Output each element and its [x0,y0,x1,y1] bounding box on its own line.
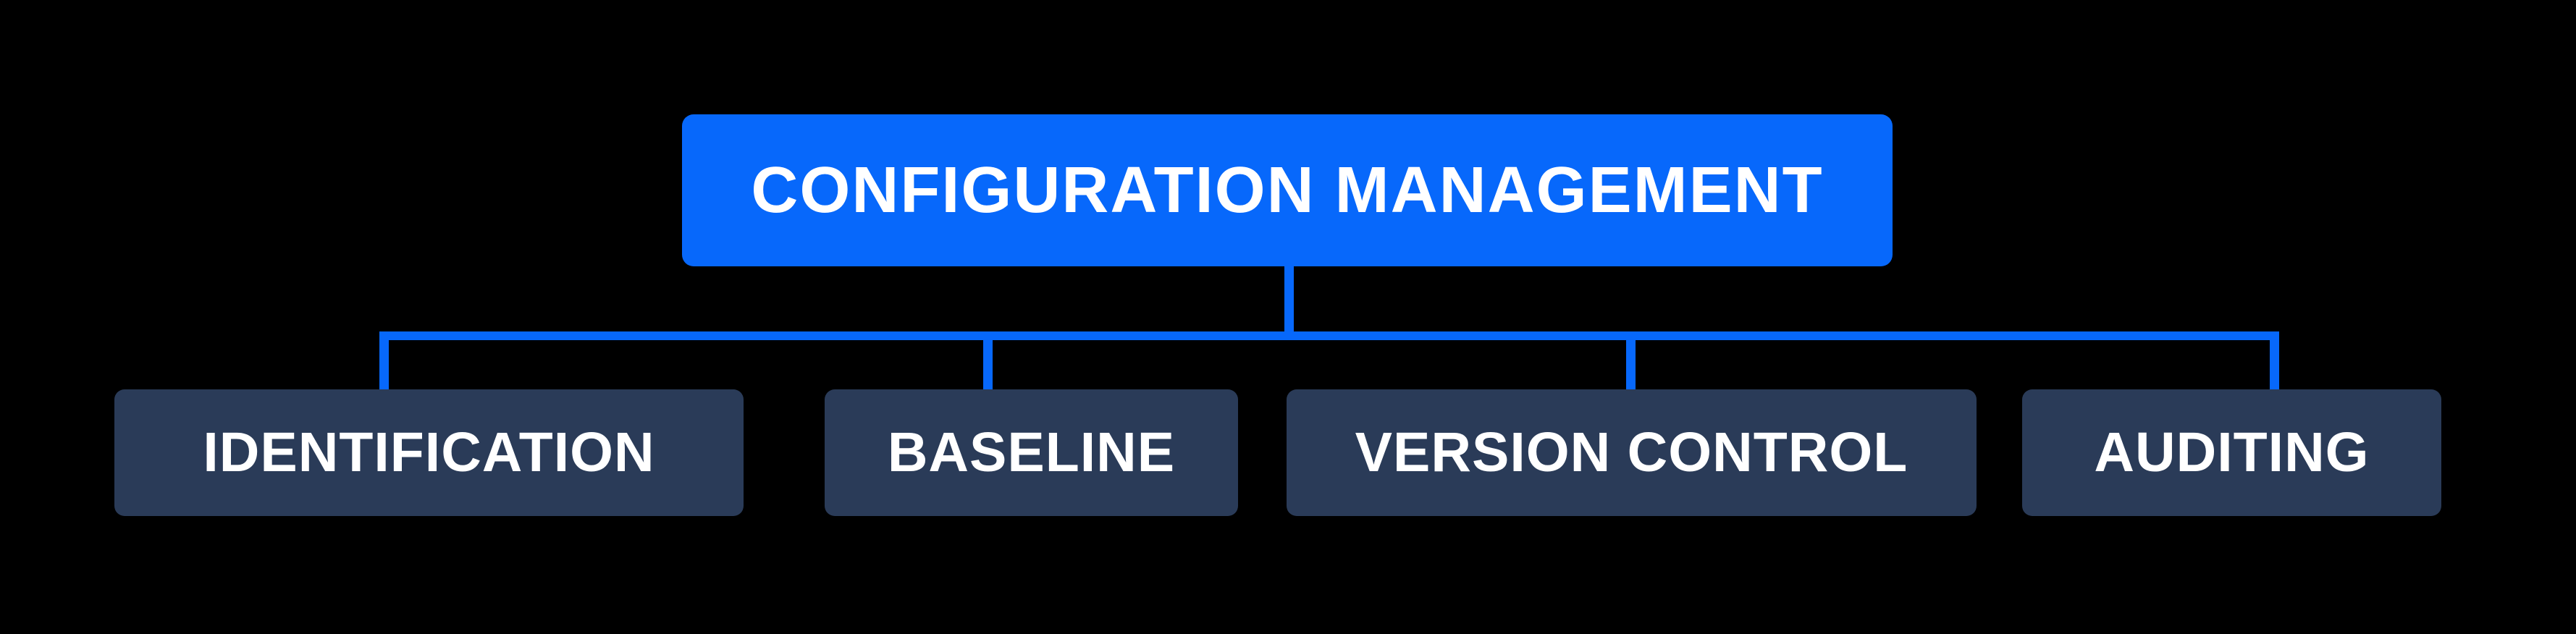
connector-horizontal-bar [379,331,2279,340]
connector-root-stub [1284,266,1294,333]
connector-drop-baseline [983,331,993,389]
child-node-identification: IDENTIFICATION [114,389,744,516]
connector-drop-version-control [1626,331,1636,389]
child-node-auditing: AUDITING [2022,389,2441,516]
child-node-baseline: BASELINE [825,389,1238,516]
root-node-configuration-management: CONFIGURATION MANAGEMENT [682,114,1893,266]
child-node-version-control: VERSION CONTROL [1287,389,1977,516]
connector-drop-auditing [2270,331,2279,389]
connector-drop-identification [379,331,389,389]
